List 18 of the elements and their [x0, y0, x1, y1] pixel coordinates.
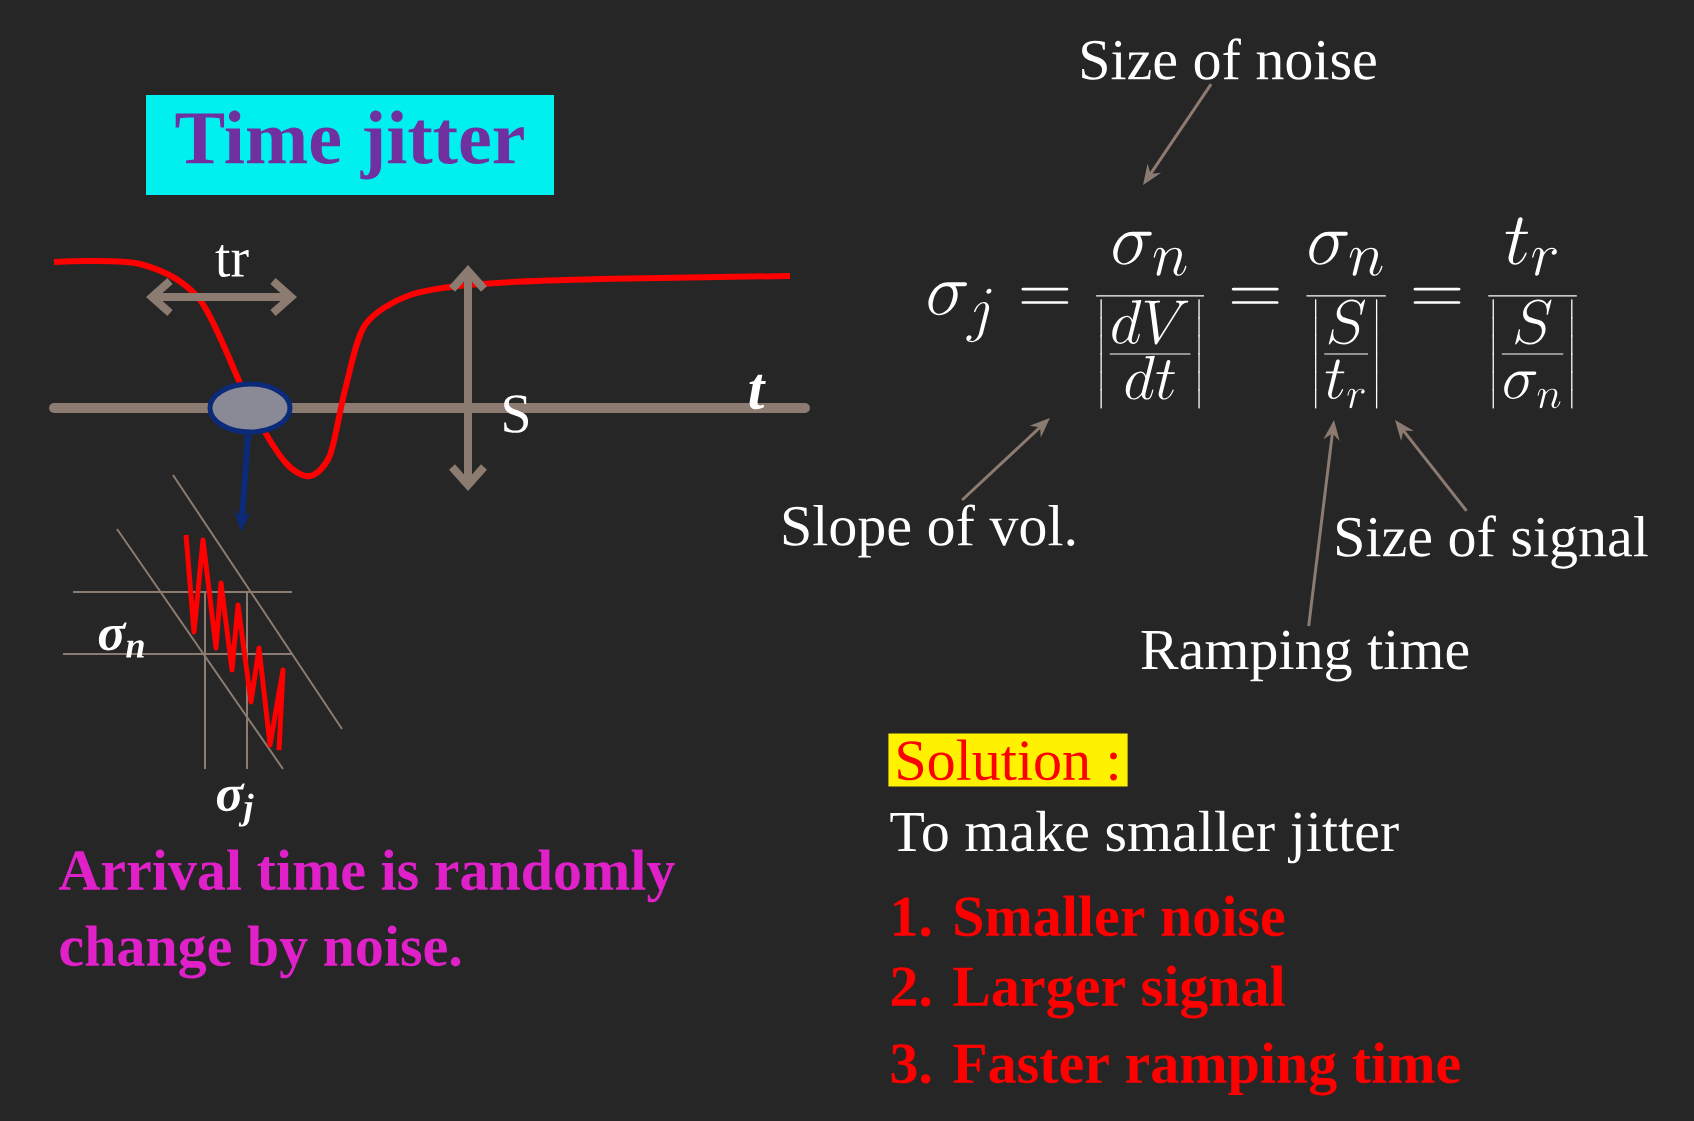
axis-label: t: [749, 374, 766, 410]
annotation-text: Slope of vol.: [783, 504, 1075, 558]
list-item: 3. Faster ramping time: [891, 1042, 1460, 1096]
noise-trace-drawing: [183, 534, 286, 751]
list-item: 1. Smaller noise: [894, 895, 1285, 937]
title-banner: Time jitter: [146, 95, 554, 195]
solution-heading: Solution :: [888, 733, 1128, 787]
caption-text: Arrival time is randomly change by noise.: [58, 849, 675, 979]
annotation-text: Size of signal: [1337, 515, 1648, 569]
list-item: 2. Larger signal: [891, 965, 1285, 1019]
axis-label: σ$_{n}$: [98, 622, 144, 658]
axis-label: S: [504, 395, 529, 433]
formula: $\sigma_j=\frac{\sigma_n}{\left|\frac{dV}{dt}\right|}=\frac{\sigma_n}{\left|\frac{S}{t_r}\right|}=\frac{t_r}{\left|\frac{S}{\sigma_n}\right|}$: [928, 217, 1577, 409]
axis-label: σ$_{j}$: [216, 783, 254, 827]
body-text: To make smaller jitter: [890, 810, 1399, 864]
annotation-text: Ramping time: [1141, 630, 1469, 682]
annotation-text: Size of noise: [1082, 38, 1376, 80]
axis-label: tr: [215, 245, 249, 278]
